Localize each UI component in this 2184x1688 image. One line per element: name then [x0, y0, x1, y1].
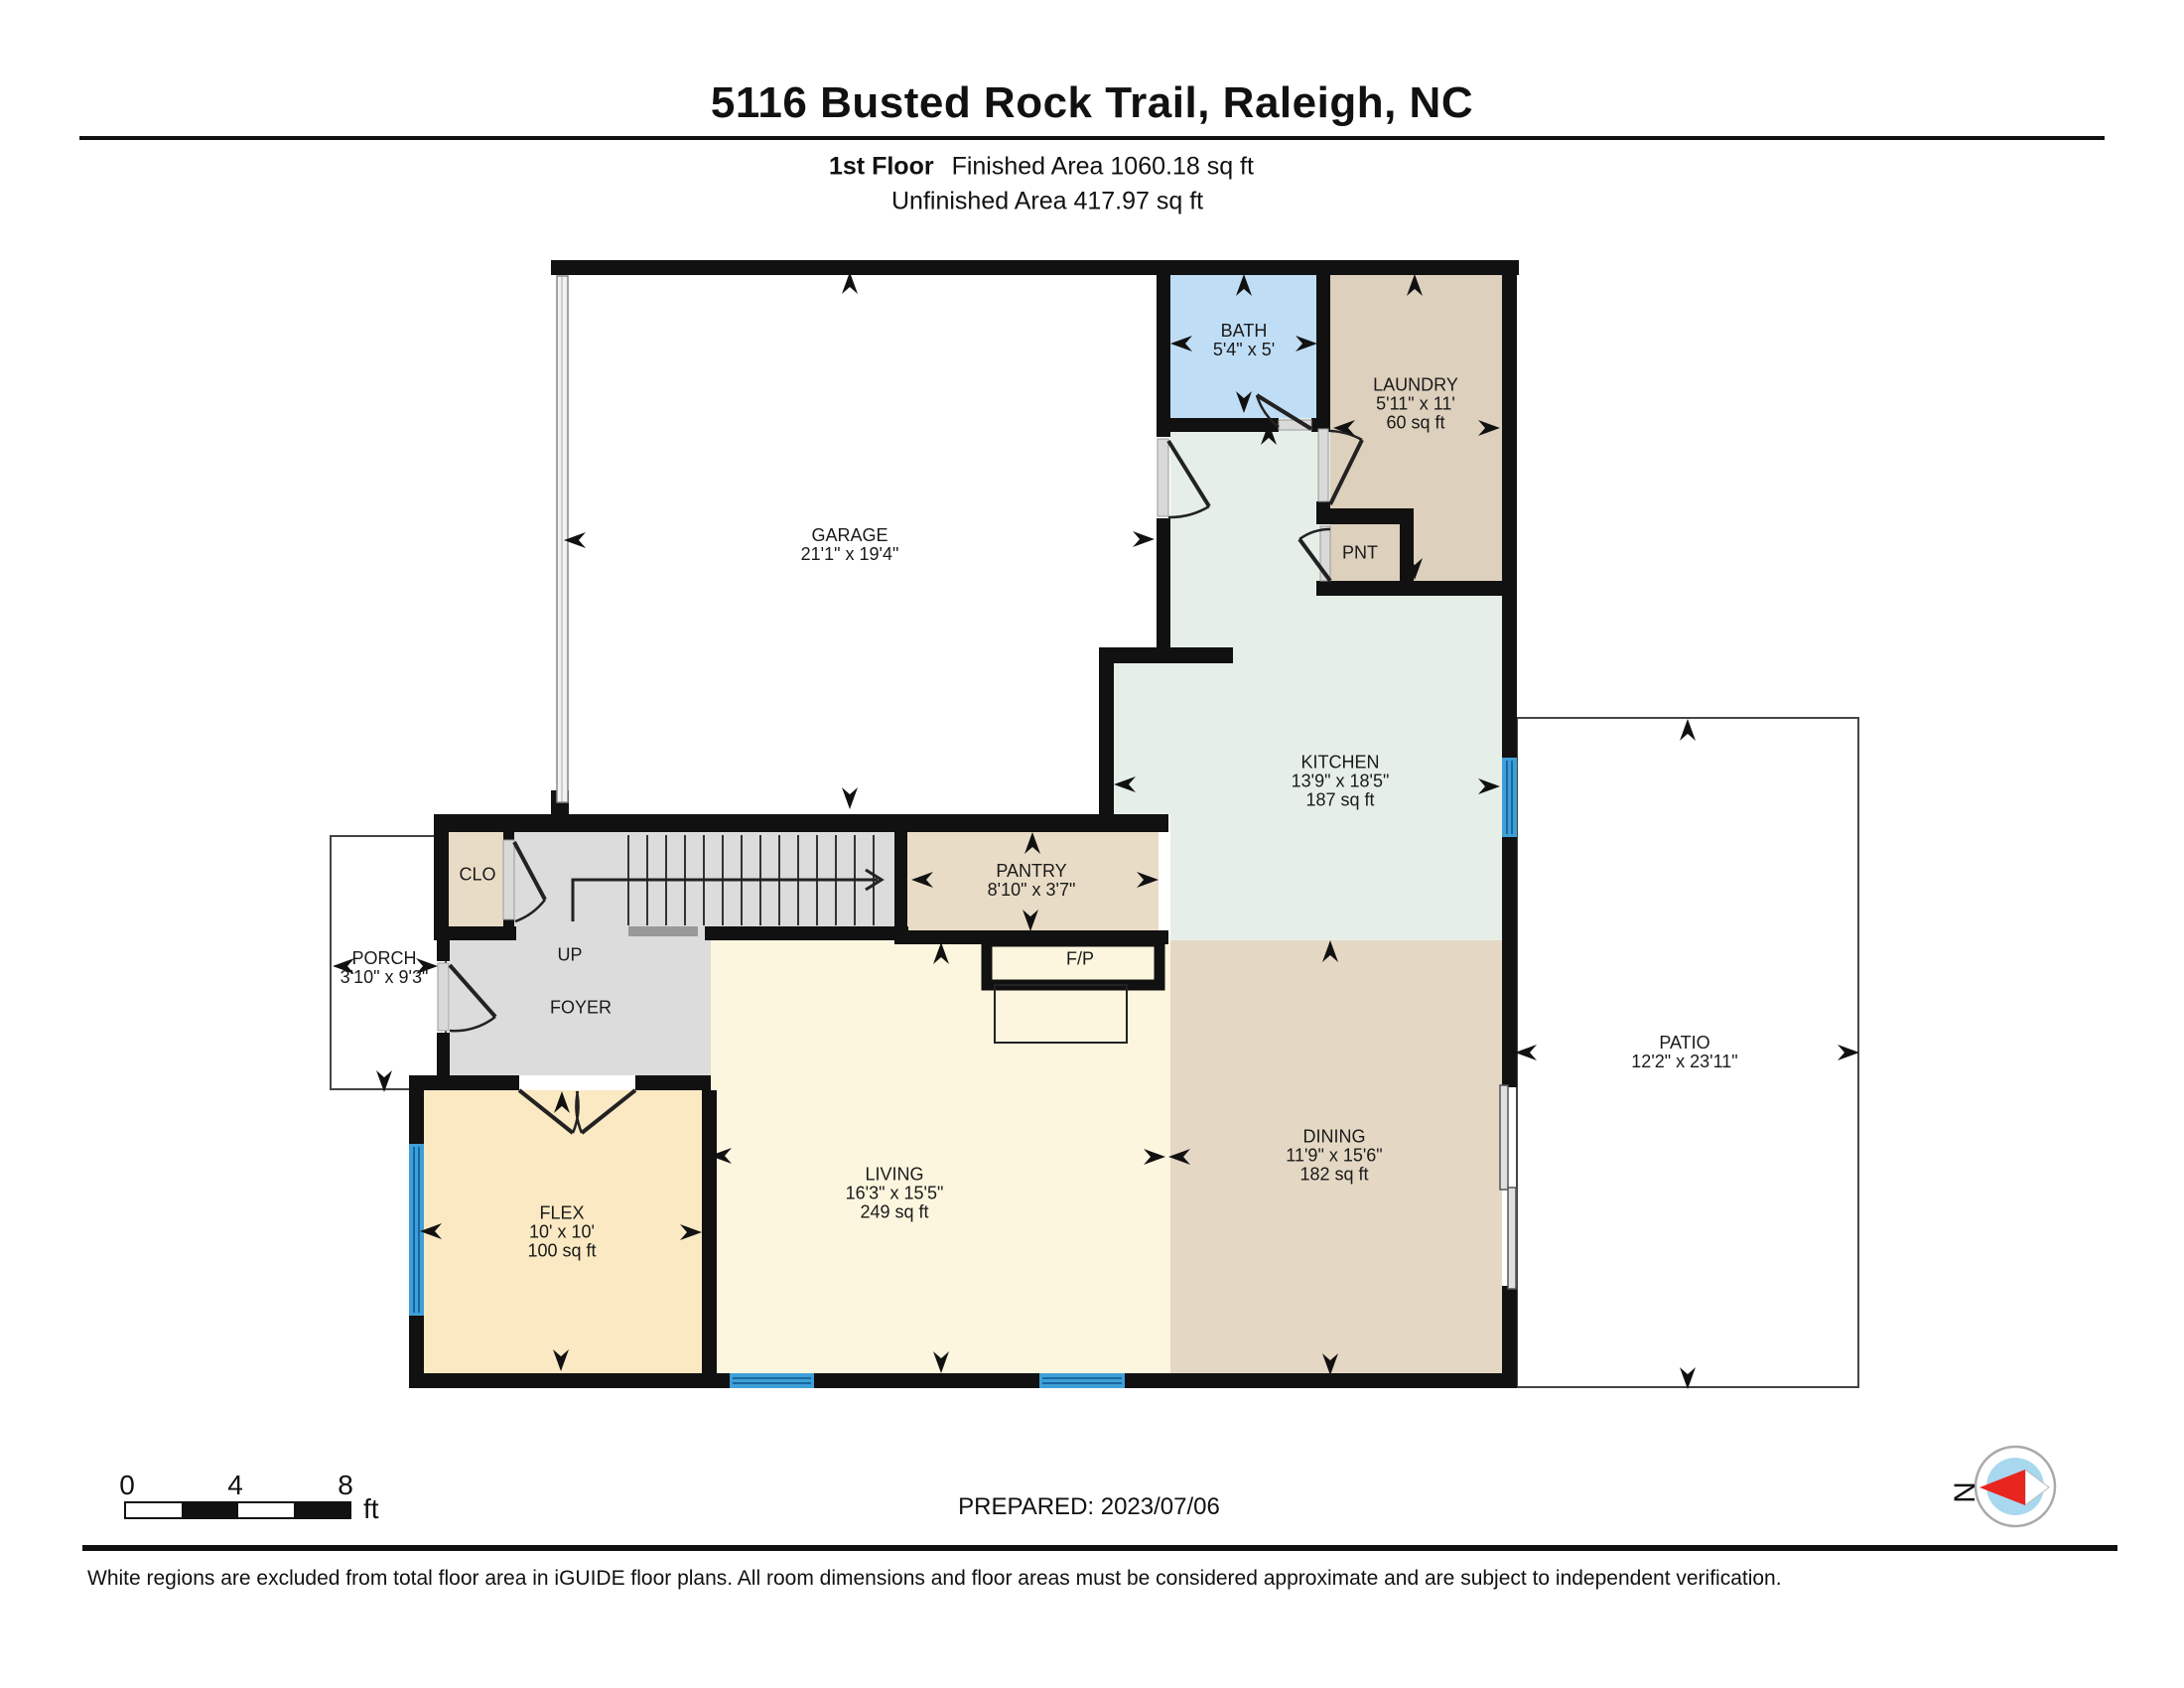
living-fill — [711, 940, 1170, 1373]
flex-window — [409, 1144, 424, 1316]
staircase — [571, 835, 885, 936]
windows — [409, 758, 1517, 1388]
compass: N — [1948, 1445, 2057, 1528]
kitchen-window — [1502, 758, 1517, 837]
page-title: 5116 Busted Rock Trail, Raleigh, NC — [710, 78, 1474, 127]
floor-label: 1st Floor — [829, 152, 934, 181]
living-window-right — [1039, 1373, 1125, 1388]
stair-direction-line — [571, 878, 878, 921]
scale-tick-0: 0 — [119, 1470, 135, 1500]
room-label-fp: F/P — [1065, 948, 1095, 969]
pnt-door-jamb — [1319, 525, 1331, 582]
floor-summary-line1: 1st Floor Finished Area 1060.18 sq ft — [829, 153, 1254, 182]
foyer-fill — [450, 940, 711, 1075]
clo-fill — [449, 832, 503, 926]
garage-door-edge — [556, 275, 569, 803]
room-label-clo: CLO — [459, 864, 496, 885]
dimension-arrows — [333, 272, 1859, 1389]
patio-outline — [1516, 717, 1859, 1388]
scale-tick-8: 8 — [338, 1470, 353, 1500]
front-double-door-leaves — [517, 1088, 637, 1135]
garage-kitchen-door-jamb — [1157, 438, 1169, 517]
porch-door-jamb — [437, 962, 450, 1032]
header-divider — [79, 136, 2105, 140]
fireplace — [981, 935, 1165, 1044]
disclaimer-text: White regions are excluded from total fl… — [87, 1567, 1782, 1590]
clo-door-jamb — [502, 839, 515, 920]
walls — [409, 260, 1519, 1388]
scale-tick-4: 4 — [227, 1470, 243, 1500]
pnt-fill — [1330, 524, 1400, 581]
living-window-left — [730, 1373, 814, 1388]
compass-needle-north — [1979, 1470, 2025, 1505]
prepared-date: PREPARED: 2023/07/06 — [958, 1493, 1220, 1520]
unfinished-area: Unfinished Area 417.97 sq ft — [891, 187, 1204, 215]
stair-landing-edge — [628, 926, 698, 936]
room-fills — [424, 275, 1502, 1373]
hearth-outline — [994, 984, 1128, 1044]
sliding-door — [1499, 1084, 1517, 1290]
compass-north-label: N — [1948, 1481, 1980, 1503]
kitchen-nook-fill — [1114, 663, 1170, 814]
kitchen-fill — [1170, 418, 1502, 940]
scale-unit: ft — [363, 1493, 379, 1524]
bath-fill — [1170, 275, 1316, 418]
doors — [437, 393, 1364, 1135]
room-label-foyer: FOYER — [549, 997, 613, 1018]
laundry-door-jamb — [1317, 428, 1329, 502]
room-label-up: UP — [557, 944, 583, 965]
scale-bar — [124, 1501, 351, 1519]
pantry-fill — [907, 832, 1159, 930]
finished-area: Finished Area 1060.18 sq ft — [951, 152, 1254, 181]
dining-fill — [1170, 940, 1502, 1373]
flex-fill — [424, 1090, 702, 1373]
footer-divider — [82, 1545, 2117, 1551]
stair-direction-arrowhead — [865, 868, 885, 892]
room-label-pnt: PNT — [1342, 542, 1378, 563]
